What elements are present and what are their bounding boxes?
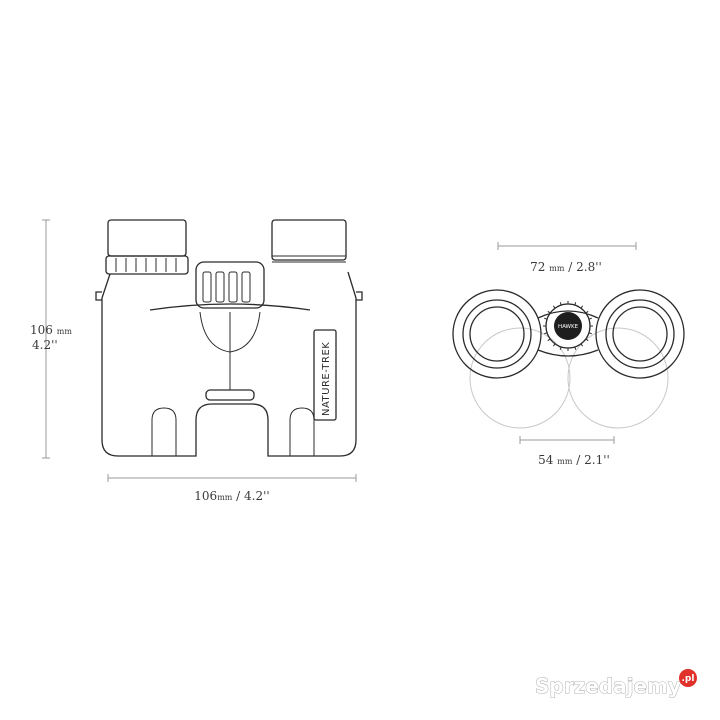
left-knurl-marks [115, 258, 177, 272]
right-barrel-cap [271, 219, 347, 261]
outer-width-dimension: 72 mm / 2.8'' [497, 242, 637, 274]
body-label-text: NATURE-TREK [321, 342, 332, 416]
hawke-logo-text: HAWKE [558, 324, 579, 330]
ghost-left-eyecup [469, 327, 571, 429]
left-strap-lug [95, 291, 102, 301]
right-eyecup-ring [605, 299, 675, 369]
eyepiece-view-binocular: HAWKE [452, 289, 685, 429]
left-barrel-cap [107, 219, 187, 257]
eyepiece-bridge-bottom [537, 349, 599, 357]
outer-width-label: 72 mm / 2.8'' [530, 260, 602, 274]
left-knurled-ring [105, 255, 189, 275]
height-dimension-imperial: 4.2'' [32, 338, 58, 352]
inner-width-dimension: 54 mm / 2.1'' [519, 436, 615, 467]
watermark-text: Sprzedajemy [535, 674, 681, 698]
height-dimension: 106 mm 4.2'' [30, 219, 72, 459]
focus-wheel [195, 261, 265, 309]
right-eyepiece-lens [612, 306, 668, 362]
ghost-right-eyecup [567, 327, 669, 429]
width-dimension: 106mm / 4.2'' [107, 474, 357, 503]
right-strap-lug [356, 291, 363, 301]
width-dimension-label: 106mm / 4.2'' [194, 489, 269, 503]
left-eyecup-outer [452, 289, 542, 379]
left-thumb-indent [151, 407, 177, 456]
left-eyepiece-lens [469, 306, 525, 362]
eyepiece-bridge-top [537, 310, 599, 319]
left-eyecup-ring [462, 299, 532, 369]
watermark: Sprzedajemy .pl [535, 669, 697, 698]
binocular-body [101, 271, 357, 457]
focus-wheel-grooves [202, 271, 251, 303]
watermark-badge [679, 669, 697, 687]
height-dimension-label: 106 mm [30, 323, 72, 337]
hinge-bridge [149, 303, 311, 311]
focus-wheel-teeth [543, 301, 593, 351]
hawke-logo-badge [554, 312, 582, 340]
body-label-plate [313, 329, 337, 421]
right-thumb-indent [289, 407, 315, 456]
right-eyecup-outer [595, 289, 685, 379]
inner-width-label: 54 mm / 2.1'' [538, 453, 610, 467]
watermark-suffix: .pl [682, 674, 695, 684]
front-view-binocular: NATURE-TREK [95, 219, 363, 457]
hinge-button [205, 389, 255, 401]
